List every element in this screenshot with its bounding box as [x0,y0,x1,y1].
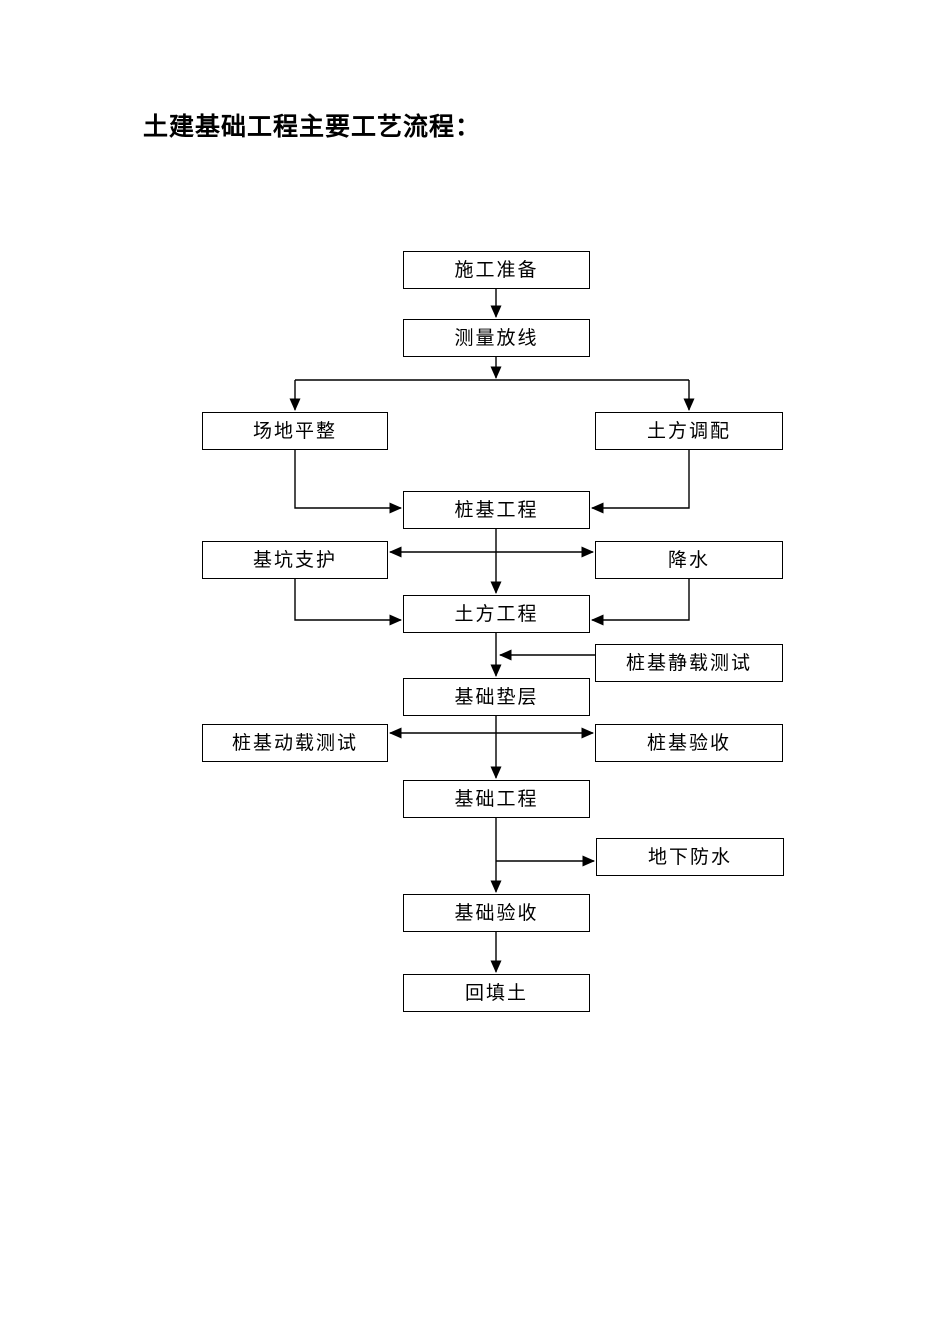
flow-node-pile-static-load-test: 桩基静载测试 [595,644,783,682]
flow-node-foundation-cushion: 基础垫层 [403,678,590,716]
flow-node-underground-waterproof: 地下防水 [596,838,784,876]
flow-node-construction-prep: 施工准备 [403,251,590,289]
flow-node-pit-support: 基坑支护 [202,541,388,579]
flow-node-survey-setting-out: 测量放线 [403,319,590,357]
flow-node-earthwork: 土方工程 [403,595,590,633]
flow-node-pile-foundation-work: 桩基工程 [403,491,590,529]
flow-node-pile-acceptance: 桩基验收 [595,724,783,762]
flow-node-site-leveling: 场地平整 [202,412,388,450]
page-title: 土建基础工程主要工艺流程： [143,112,482,141]
flow-node-backfill-soil: 回填土 [403,974,590,1012]
flow-node-dewatering: 降水 [595,541,783,579]
flow-node-earthwork-allocation: 土方调配 [595,412,783,450]
flow-node-foundation-acceptance: 基础验收 [403,894,590,932]
flow-node-pile-dynamic-load-test: 桩基动载测试 [202,724,388,762]
flow-node-foundation-work: 基础工程 [403,780,590,818]
